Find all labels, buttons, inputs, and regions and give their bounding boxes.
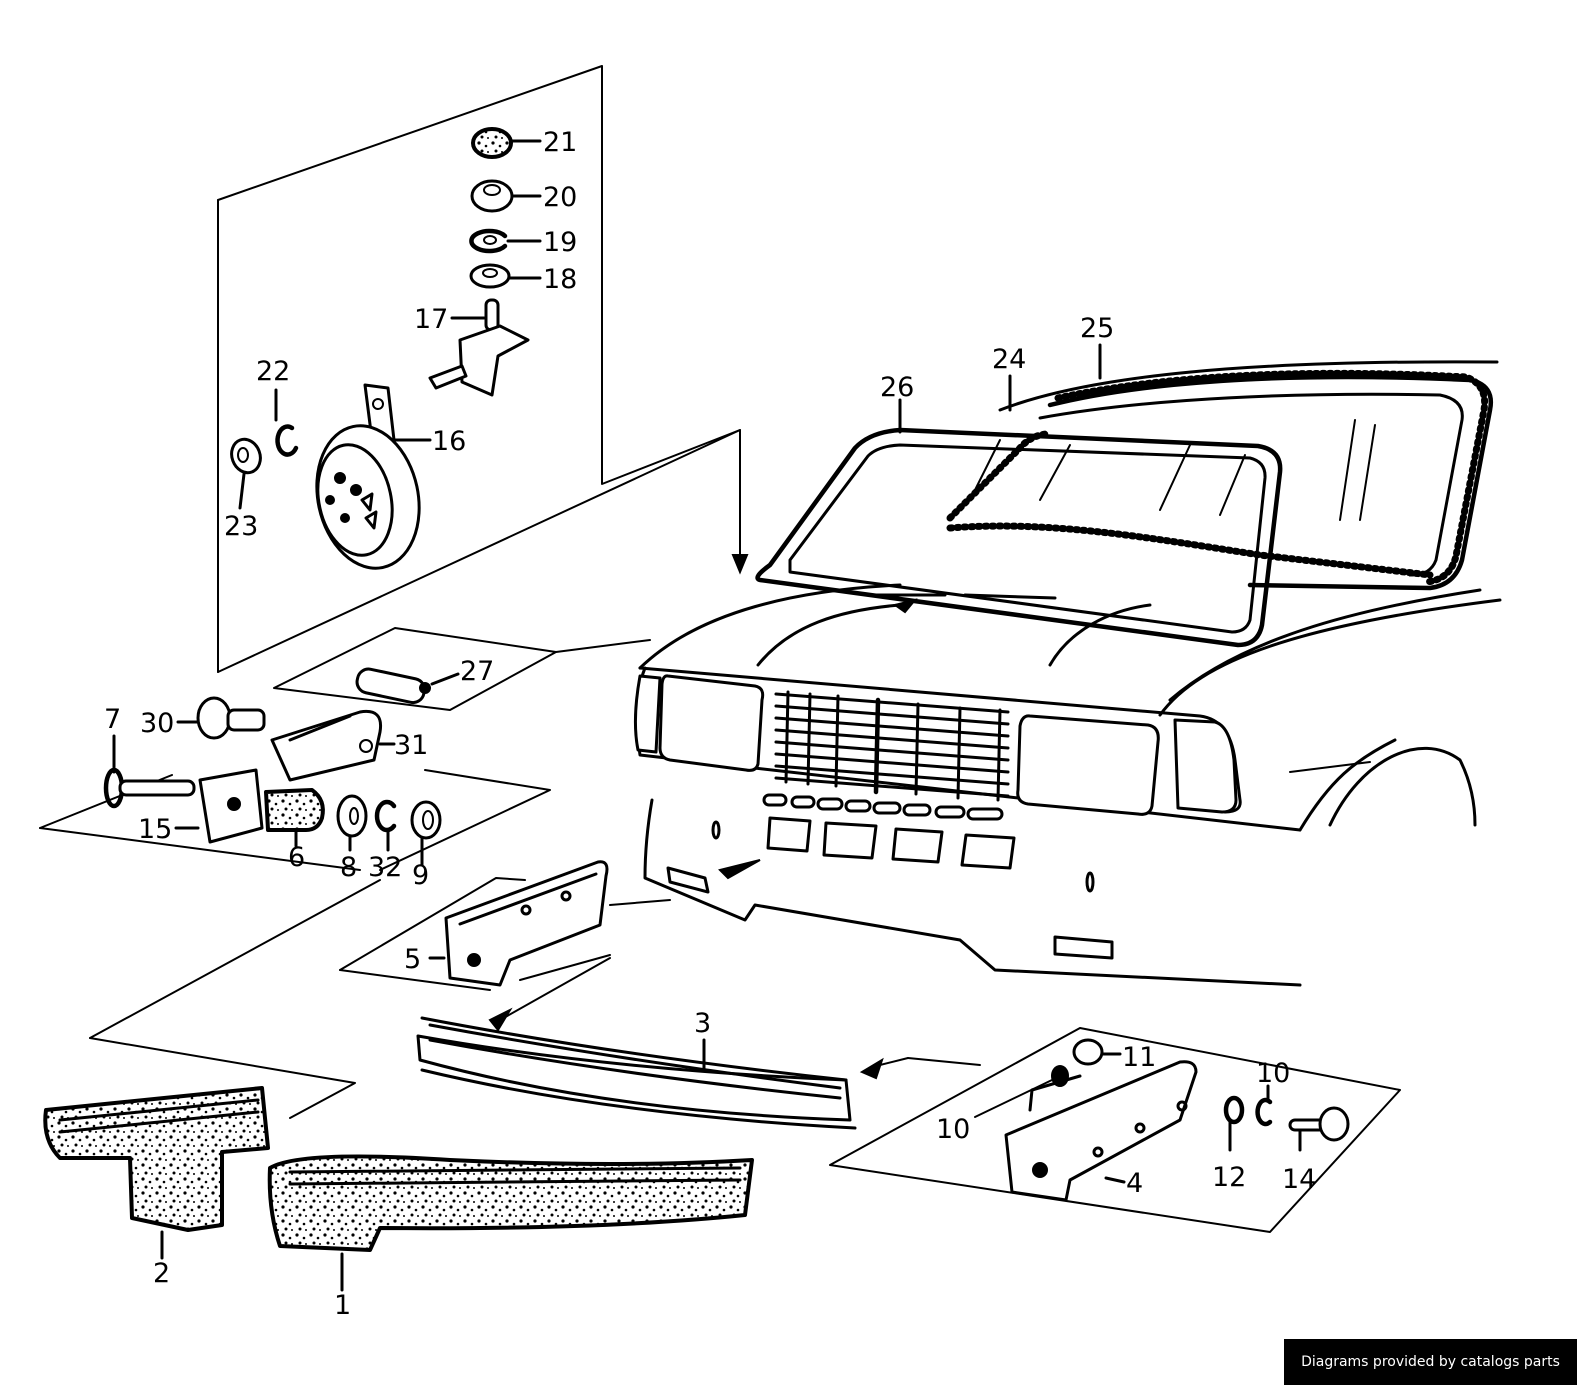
callout-17: 17 — [414, 304, 448, 335]
callout-23: 23 — [224, 511, 258, 542]
headlamp-right — [1016, 714, 1160, 816]
callout-14: 14 — [1282, 1164, 1316, 1195]
part-20-nut[interactable] — [470, 179, 542, 213]
part-27-clip-panel — [273, 627, 651, 711]
horn-panel-bottom-edge — [217, 429, 741, 673]
callout-12: 12 — [1212, 1162, 1246, 1193]
callout-1: 1 — [334, 1290, 351, 1321]
roof-line — [998, 360, 1499, 412]
part-21-cap-nut[interactable] — [471, 127, 542, 159]
hood-crease-left — [756, 603, 902, 667]
part-10-lock-washer-a[interactable] — [974, 1065, 1069, 1118]
part-27-clip[interactable] — [355, 667, 460, 705]
diagram-credit-badge: Diagrams provided by catalogs parts — [1284, 1339, 1577, 1385]
callout-19: 19 — [543, 227, 577, 258]
part-30-bolt[interactable] — [176, 696, 266, 740]
callout-7: 7 — [104, 704, 121, 735]
callout-3: 3 — [694, 1008, 711, 1039]
part-9-nut[interactable] — [410, 800, 442, 854]
part-31-bracket[interactable] — [270, 709, 396, 782]
part-19-lock-washer[interactable] — [469, 228, 542, 254]
part-5-bracket-panel — [89, 877, 671, 1119]
callout-4: 4 — [1126, 1168, 1143, 1199]
callout-30: 30 — [140, 708, 174, 739]
fender-line — [1158, 598, 1502, 717]
part-4-bracket[interactable] — [1004, 1060, 1198, 1202]
callout-9: 9 — [412, 860, 429, 891]
part-1-bumper-cover[interactable] — [267, 1154, 754, 1292]
part-17-horn-bracket[interactable] — [428, 298, 530, 397]
part-10-lock-washer-b[interactable] — [1255, 1084, 1273, 1127]
callout-5: 5 — [404, 944, 421, 975]
part-22-lock-washer[interactable] — [274, 388, 299, 457]
part-18-washer[interactable] — [469, 263, 542, 289]
fender-line-2 — [1168, 588, 1482, 702]
windscreen-glass — [755, 427, 1283, 648]
tow-hook-cover-right — [1085, 871, 1095, 893]
callout-10-right: 10 — [1256, 1058, 1290, 1089]
callout-15: 15 — [138, 814, 172, 845]
part-2-bumper-end[interactable] — [43, 1086, 270, 1260]
callout-11: 11 — [1122, 1042, 1156, 1073]
lower-vents — [766, 816, 1016, 870]
callout-25: 25 — [1080, 313, 1114, 344]
tow-hook-cover-left — [711, 820, 721, 840]
part-7-bolt[interactable] — [103, 734, 196, 809]
indicator-left — [633, 674, 662, 754]
callout-21: 21 — [543, 127, 577, 158]
arrow-icon — [731, 554, 749, 575]
horn-assembly-panel — [217, 65, 749, 673]
callout-32: 32 — [368, 852, 402, 883]
part-8-washer[interactable] — [336, 794, 368, 852]
seal-strip-lower — [946, 522, 1434, 579]
hood-front-edge — [638, 583, 902, 670]
callout-8: 8 — [340, 852, 357, 883]
horn-panel-outline — [217, 65, 741, 571]
part-6-rubber-buffer[interactable] — [264, 788, 325, 848]
part-14-bolt[interactable] — [1288, 1106, 1350, 1152]
windscreen-inner — [1038, 392, 1464, 577]
callout-labels: 21 20 19 18 17 16 22 23 26 24 25 27 7 30… — [104, 127, 1316, 1321]
part-15-mounting-bracket[interactable] — [174, 768, 264, 844]
part-23-nut[interactable] — [227, 435, 265, 510]
callout-10-left: 10 — [936, 1114, 970, 1145]
part-16-horn[interactable] — [304, 383, 432, 578]
callout-6: 6 — [288, 842, 305, 873]
wheel-arch — [1328, 746, 1477, 827]
car-body — [633, 360, 1502, 987]
hood-crease-right — [1048, 603, 1152, 667]
headlamp-left — [658, 674, 765, 772]
part-11-nut[interactable] — [1072, 1038, 1122, 1066]
callout-16: 16 — [432, 426, 466, 457]
part-3-bumper-bar[interactable] — [416, 957, 909, 1130]
seal-strip-24 — [946, 430, 1050, 522]
windscreen-seal-dotted — [1054, 369, 1489, 586]
callout-31: 31 — [394, 730, 428, 761]
windscreen-glass-inner — [788, 443, 1267, 634]
callout-20: 20 — [543, 182, 577, 213]
part-32-lock-washer[interactable] — [374, 799, 397, 852]
indicator-right — [1173, 718, 1238, 814]
callout-24: 24 — [992, 344, 1026, 375]
fog-lamp-right — [1053, 935, 1114, 960]
bumper-slots — [762, 793, 1004, 821]
callout-26: 26 — [880, 372, 914, 403]
bumper-skirt — [643, 798, 1302, 987]
callout-2: 2 — [153, 1258, 170, 1289]
callout-27: 27 — [460, 656, 494, 687]
grille — [774, 690, 1010, 802]
fog-lamp-left — [666, 866, 710, 894]
part-4-bracket-panel — [829, 1027, 1401, 1233]
callout-22: 22 — [256, 356, 290, 387]
part-5-bracket[interactable] — [428, 860, 609, 987]
callout-18: 18 — [543, 264, 577, 295]
part-12-washer[interactable] — [1223, 1095, 1245, 1152]
